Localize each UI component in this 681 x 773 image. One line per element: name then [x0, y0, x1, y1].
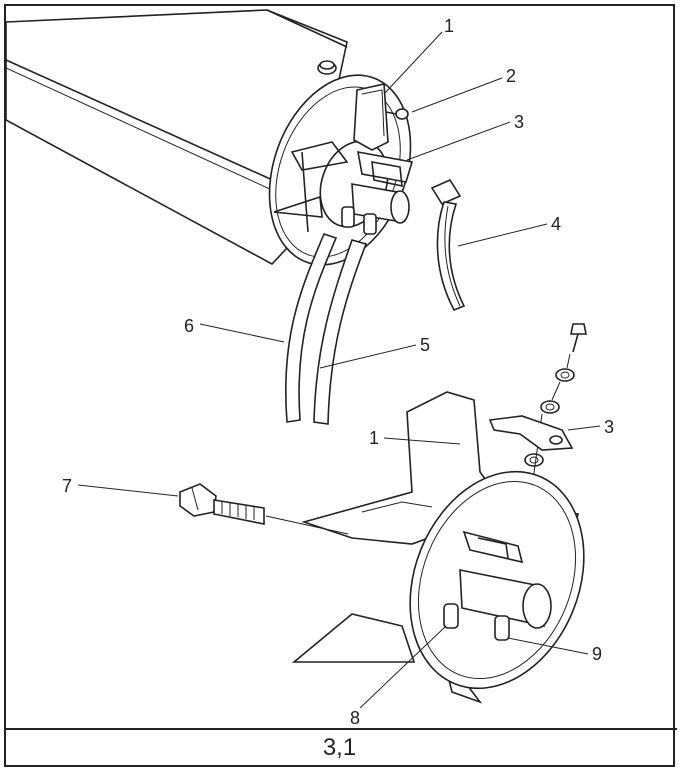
callout-1-lower: 1 — [369, 428, 379, 448]
nozzle-7 — [179, 483, 349, 535]
connector-cable-4 — [430, 178, 466, 312]
callout-1-upper: 1 — [444, 16, 454, 36]
callout-2: 2 — [506, 66, 516, 86]
electrode-block-upper — [341, 183, 410, 235]
figure-frame: 1 2 3 4 6 5 1 3 7 9 8 3,1 — [4, 4, 677, 767]
callout-3-lower: 3 — [604, 417, 614, 437]
ignition-cables — [284, 233, 368, 425]
screw-upper — [385, 108, 409, 120]
callout-9: 9 — [592, 644, 602, 664]
clamp-lower — [488, 415, 574, 451]
callout-7: 7 — [62, 476, 72, 496]
callout-8: 8 — [350, 708, 360, 726]
leader-lines — [77, 31, 601, 709]
electrode-block-lower — [443, 569, 552, 641]
exploded-view-svg: 1 2 3 4 6 5 1 3 7 9 8 — [5, 9, 614, 728]
burner-tube — [5, 9, 348, 265]
flame-deflector-upper — [353, 83, 389, 151]
figure-caption: 3,1 — [322, 733, 357, 761]
callout-3-upper: 3 — [514, 112, 524, 132]
callout-6: 6 — [184, 316, 194, 336]
callout-5: 5 — [420, 335, 430, 355]
exploded-view-drawing: 1 2 3 4 6 5 1 3 7 9 8 — [5, 6, 677, 730]
callout-labels: 1 2 3 4 6 5 1 3 7 9 8 — [62, 16, 614, 728]
callout-4: 4 — [551, 214, 561, 234]
clamp-upper — [357, 151, 414, 188]
